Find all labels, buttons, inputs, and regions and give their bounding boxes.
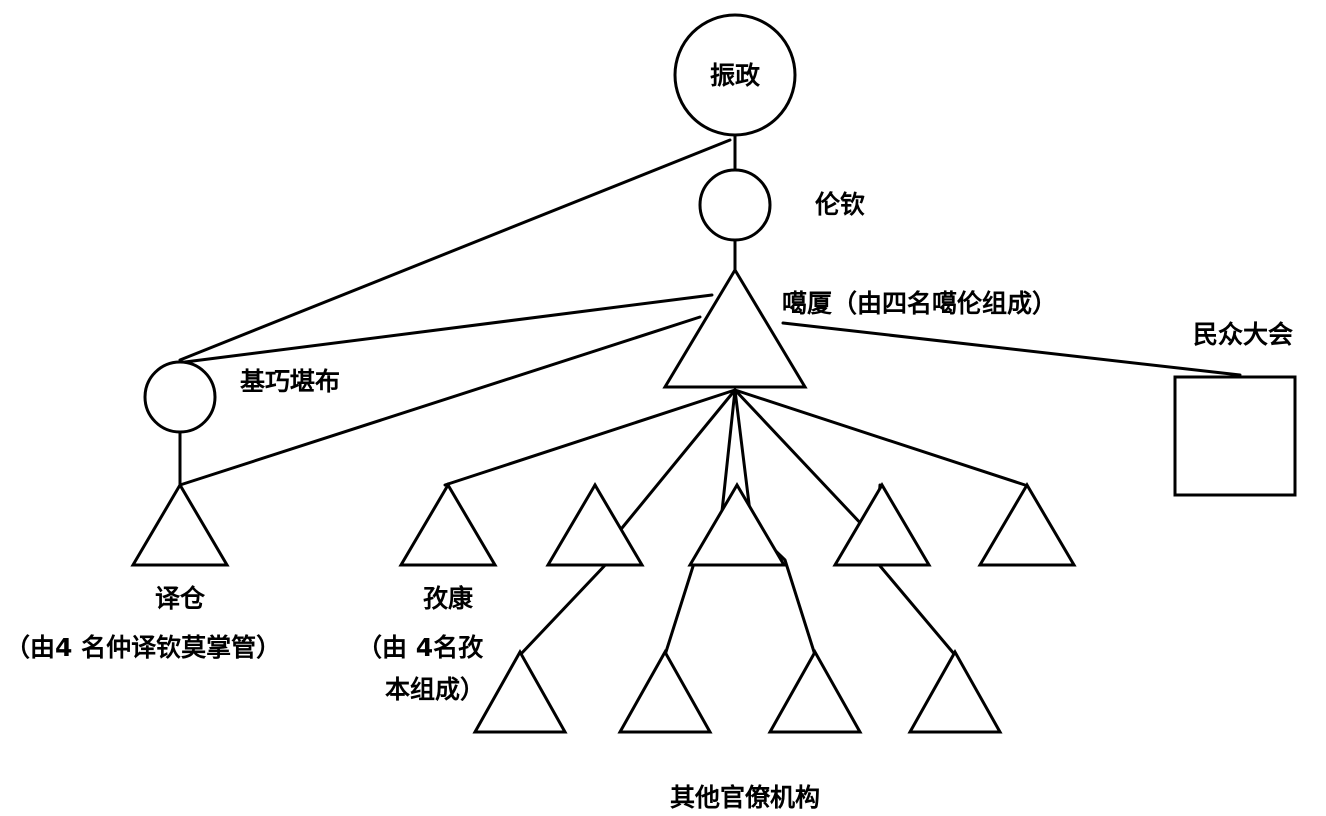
label-yicang: 译仓 xyxy=(155,584,206,613)
fan-line-tri5 xyxy=(733,388,1027,487)
label-council: 噶厦（由四名噶伦组成） xyxy=(782,289,1057,318)
label-top: 振政 xyxy=(710,61,761,90)
node-council-triangle xyxy=(662,267,808,389)
fan-line-tri4 xyxy=(733,388,867,530)
node-mid-triangle-5 xyxy=(977,482,1077,567)
node-bottom-triangle-4 xyxy=(907,648,1003,734)
node-assembly-box xyxy=(1173,375,1297,497)
node-mid-triangle-3 xyxy=(687,482,787,567)
label-second: 伦钦 xyxy=(815,190,865,219)
label-left-circle: 基巧堪布 xyxy=(240,367,340,396)
label-yicang-note: （由4 名仲译钦莫掌管） xyxy=(5,633,281,662)
node-zikang-triangle xyxy=(398,482,498,567)
line-council-to-left-circle xyxy=(183,293,714,364)
node-left-circle xyxy=(143,360,217,434)
node-bottom-triangle-1 xyxy=(472,648,568,734)
line-council-to-yicang xyxy=(178,315,702,487)
node-bottom-triangle-2 xyxy=(617,648,713,734)
label-assembly: 民众大会 xyxy=(1193,320,1293,349)
node-mid-triangle-4 xyxy=(832,482,932,567)
node-second-circle xyxy=(698,168,772,242)
node-yicang-triangle xyxy=(130,482,230,567)
label-zikang-note-2: 本组成） xyxy=(385,675,485,704)
fan-line-tri3-left xyxy=(718,388,737,532)
node-top-circle xyxy=(673,13,797,137)
fan-line-tri2 xyxy=(620,388,737,530)
node-mid-triangle-2 xyxy=(545,482,645,567)
label-zikang: 孜康 xyxy=(423,584,474,613)
label-other: 其他官僚机构 xyxy=(670,783,820,812)
label-zikang-note-1: （由 4名孜 xyxy=(357,633,484,662)
node-bottom-triangle-3 xyxy=(767,648,863,734)
line-top-to-left-circle xyxy=(178,138,732,362)
fan-line-zikang xyxy=(443,388,737,487)
line-council-to-assembly xyxy=(781,321,1242,377)
